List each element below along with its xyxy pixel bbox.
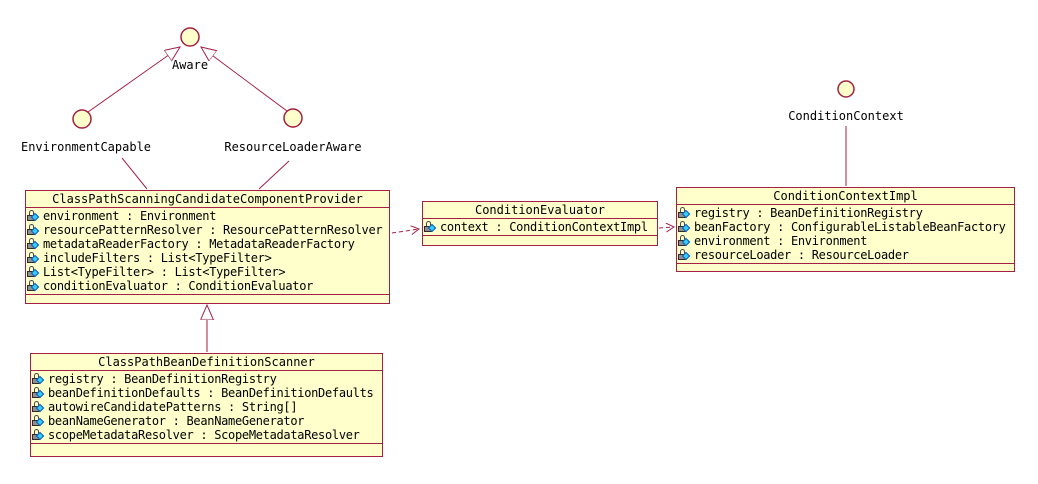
- generalization-envcapable-to-aware: [87, 47, 180, 113]
- class-box-scanner[interactable]: ClassPathBeanDefinitionScanner registry …: [30, 353, 383, 457]
- private-field-lock-icon: [32, 372, 46, 386]
- attribute-text: beanFactory : ConfigurableListableBeanFa…: [694, 220, 1006, 234]
- interface-label-aware[interactable]: Aware: [171, 58, 209, 72]
- private-field-lock-icon: [27, 209, 41, 223]
- interface-lollipop-environmentcapable[interactable]: [72, 109, 92, 129]
- attribute-text: beanNameGenerator : BeanNameGenerator: [48, 414, 305, 428]
- private-field-lock-icon: [424, 220, 438, 234]
- class-title: ConditionContextImpl: [677, 188, 1014, 205]
- attribute-row: includeFilters : List<TypeFilter>: [27, 251, 388, 265]
- attribute-row: metadataReaderFactory : MetadataReaderFa…: [27, 237, 388, 251]
- attribute-text: resourceLoader : ResourceLoader: [694, 248, 909, 262]
- private-field-lock-icon: [678, 220, 692, 234]
- private-field-lock-icon: [678, 248, 692, 262]
- attribute-row: conditionEvaluator : ConditionEvaluator: [27, 279, 388, 293]
- class-title: ClassPathScanningCandidateComponentProvi…: [26, 191, 389, 208]
- interface-lollipop-resourceloaderaware[interactable]: [283, 108, 303, 128]
- attribute-text: List<TypeFilter> : List<TypeFilter>: [43, 265, 286, 279]
- attributes-compartment: registry : BeanDefinitionRegistry beanDe…: [31, 371, 382, 444]
- attribute-text: includeFilters : List<TypeFilter>: [43, 251, 272, 265]
- dependency-provider-to-evaluator: [391, 229, 419, 233]
- attribute-text: registry : BeanDefinitionRegistry: [48, 372, 277, 386]
- attribute-text: registry : BeanDefinitionRegistry: [694, 206, 923, 220]
- class-box-conditionevaluator[interactable]: ConditionEvaluator context : ConditionCo…: [422, 201, 658, 246]
- attribute-row: context : ConditionContextImpl: [424, 220, 656, 234]
- anchor-provider-to-resourceloaderaware: [258, 160, 290, 190]
- attribute-row: registry : BeanDefinitionRegistry: [678, 206, 1013, 220]
- interface-lollipop-aware[interactable]: [180, 27, 200, 47]
- class-title: ConditionEvaluator: [423, 202, 657, 219]
- attribute-row: beanFactory : ConfigurableListableBeanFa…: [678, 220, 1013, 234]
- attribute-text: conditionEvaluator : ConditionEvaluator: [43, 279, 314, 293]
- attribute-row: beanNameGenerator : BeanNameGenerator: [32, 414, 381, 428]
- attribute-row: scopeMetadataResolver : ScopeMetadataRes…: [32, 428, 381, 442]
- private-field-lock-icon: [32, 414, 46, 428]
- interface-lollipop-conditioncontext[interactable]: [837, 80, 855, 98]
- interface-label-environmentcapable[interactable]: EnvironmentCapable: [20, 140, 152, 154]
- operations-compartment: [31, 444, 382, 456]
- private-field-lock-icon: [32, 400, 46, 414]
- attribute-text: beanDefinitionDefaults : BeanDefinitionD…: [48, 386, 374, 400]
- attribute-row: resourcePatternResolver : ResourcePatter…: [27, 223, 388, 237]
- operations-compartment: [677, 264, 1014, 271]
- attributes-compartment: registry : BeanDefinitionRegistry beanFa…: [677, 205, 1014, 264]
- attribute-text: context : ConditionContextImpl: [440, 220, 648, 234]
- class-box-provider[interactable]: ClassPathScanningCandidateComponentProvi…: [25, 190, 390, 304]
- attribute-text: metadataReaderFactory : MetadataReaderFa…: [43, 237, 355, 251]
- private-field-lock-icon: [678, 234, 692, 248]
- anchor-provider-to-envcapable: [121, 157, 148, 190]
- private-field-lock-icon: [32, 386, 46, 400]
- attribute-row: registry : BeanDefinitionRegistry: [32, 372, 381, 386]
- attribute-row: autowireCandidatePatterns : String[]: [32, 400, 381, 414]
- interface-label-resourceloaderaware[interactable]: ResourceLoaderAware: [224, 140, 362, 154]
- dependency-evaluator-to-impl: [658, 227, 674, 228]
- attributes-compartment: environment : Environment resourcePatter…: [26, 208, 389, 295]
- class-box-conditioncontextimpl[interactable]: ConditionContextImpl registry : BeanDefi…: [676, 187, 1015, 272]
- generalization-resourceloaderaware-to-aware: [201, 47, 288, 112]
- attribute-row: environment : Environment: [27, 209, 388, 223]
- attribute-row: environment : Environment: [678, 234, 1013, 248]
- attribute-text: environment : Environment: [694, 234, 868, 248]
- attribute-row: beanDefinitionDefaults : BeanDefinitionD…: [32, 386, 381, 400]
- operations-compartment: [423, 236, 657, 245]
- interface-label-conditioncontext[interactable]: ConditionContext: [788, 109, 904, 123]
- private-field-lock-icon: [27, 237, 41, 251]
- attributes-compartment: context : ConditionContextImpl: [423, 219, 657, 236]
- private-field-lock-icon: [27, 279, 41, 293]
- attribute-text: autowireCandidatePatterns : String[]: [48, 400, 298, 414]
- private-field-lock-icon: [27, 223, 41, 237]
- private-field-lock-icon: [27, 265, 41, 279]
- attribute-text: scopeMetadataResolver : ScopeMetadataRes…: [48, 428, 360, 442]
- private-field-lock-icon: [32, 428, 46, 442]
- attribute-row: List<TypeFilter> : List<TypeFilter>: [27, 265, 388, 279]
- attribute-text: resourcePatternResolver : ResourcePatter…: [43, 223, 383, 237]
- attribute-text: environment : Environment: [43, 209, 217, 223]
- attribute-row: resourceLoader : ResourceLoader: [678, 248, 1013, 262]
- class-title: ClassPathBeanDefinitionScanner: [31, 354, 382, 371]
- operations-compartment: [26, 295, 389, 303]
- private-field-lock-icon: [27, 251, 41, 265]
- private-field-lock-icon: [678, 206, 692, 220]
